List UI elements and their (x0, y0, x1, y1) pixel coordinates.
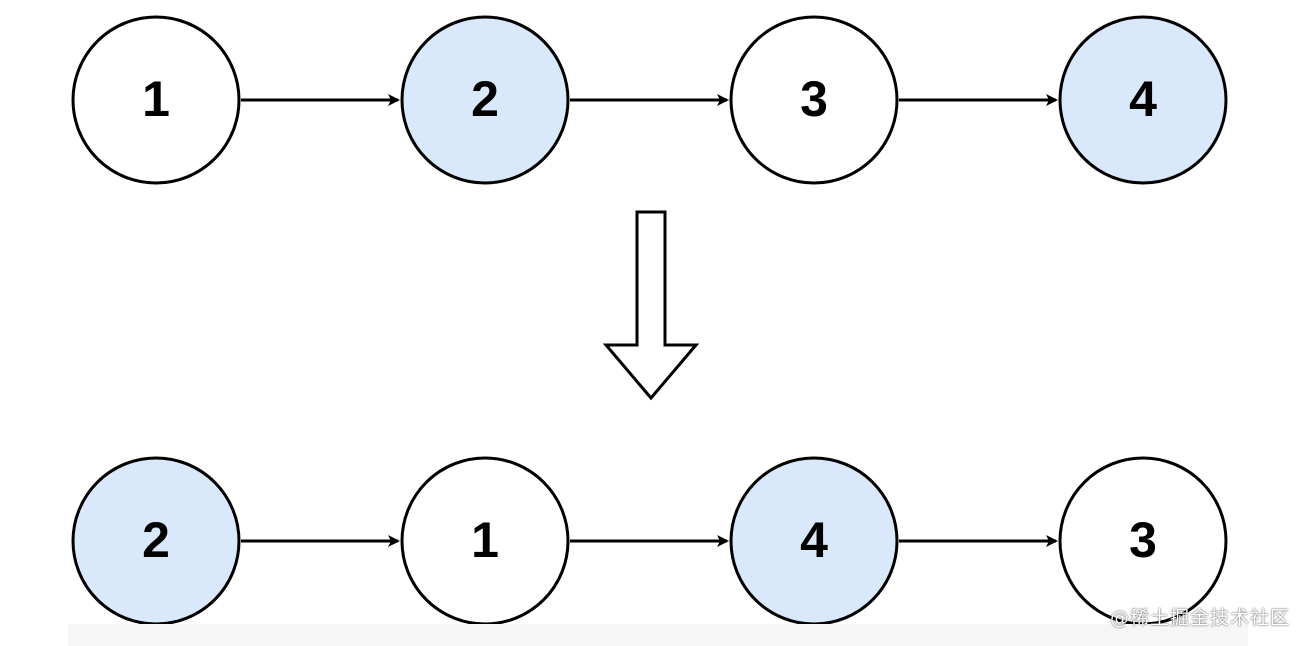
top-node-2-label: 2 (471, 71, 499, 127)
top-node-3: 3 (729, 15, 899, 185)
top-node-1-circle (71, 15, 241, 185)
top-node-4-label: 4 (1129, 71, 1157, 127)
top-node-1: 1 (71, 15, 241, 185)
bottom-node-2-label: 1 (471, 512, 499, 568)
bottom-caption-strip (68, 624, 1248, 646)
transform-down-arrow (602, 210, 700, 401)
top-node-3-label: 3 (800, 71, 828, 127)
bottom-node-3: 4 (729, 456, 899, 626)
top-list: 1 2 3 4 (71, 15, 1228, 185)
bottom-list: 2 1 4 3 (71, 456, 1228, 626)
top-node-2: 2 (400, 15, 570, 185)
bottom-node-2: 1 (400, 456, 570, 626)
top-node-3-circle (729, 15, 899, 185)
bottom-node-4-label: 3 (1129, 512, 1157, 568)
top-node-4-circle (1058, 15, 1228, 185)
bottom-node-3-label: 4 (800, 512, 828, 568)
top-node-4: 4 (1058, 15, 1228, 185)
bottom-node-1: 2 (71, 456, 241, 626)
top-node-2-circle (400, 15, 570, 185)
bottom-node-1-label: 2 (142, 512, 170, 568)
bottom-node-4: 3 (1058, 456, 1228, 626)
top-node-1-label: 1 (142, 71, 170, 127)
watermark-text: @稀土掘金技术社区 (1109, 607, 1290, 629)
